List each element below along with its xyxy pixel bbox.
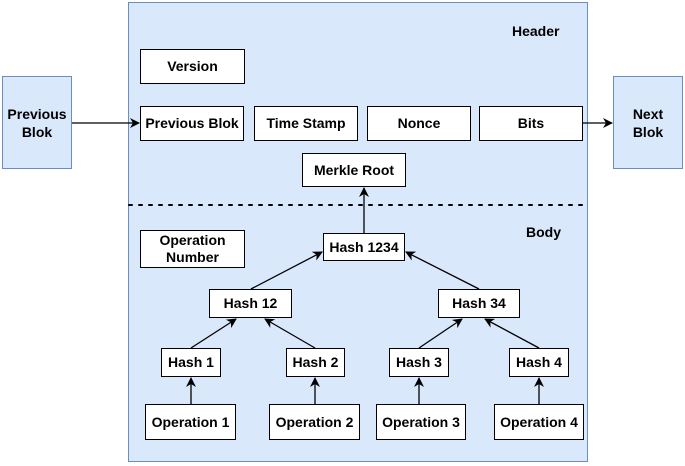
previous-blok-field: Previous Blok xyxy=(140,106,244,141)
header-section-label: Header xyxy=(512,23,560,39)
version-field: Version xyxy=(140,49,245,84)
hash-1234-node: Hash 1234 xyxy=(323,233,405,261)
nonce-field: Nonce xyxy=(367,106,471,141)
hash-34-node: Hash 34 xyxy=(438,289,520,318)
operation-3-node: Operation 3 xyxy=(376,404,466,440)
hash-2-node: Hash 2 xyxy=(286,348,345,377)
arrow-hash1-to-12 xyxy=(190,318,237,349)
hash-3-node: Hash 3 xyxy=(389,348,449,377)
arrow-12-to-1234 xyxy=(250,251,323,290)
hash-1-node: Hash 1 xyxy=(161,348,221,377)
operation-number-field: Operation Number xyxy=(140,230,245,268)
operation-2-node: Operation 2 xyxy=(269,404,360,440)
operation-1-node: Operation 1 xyxy=(145,404,236,440)
arrow-hash2-to-12 xyxy=(264,318,316,349)
hash-4-node: Hash 4 xyxy=(509,348,569,377)
arrow-hash3-to-34 xyxy=(418,318,463,349)
operation-4-node: Operation 4 xyxy=(494,404,584,440)
previous-block-node: Previous Blok xyxy=(2,76,72,169)
arrow-34-to-1234 xyxy=(405,251,480,290)
body-section-label: Body xyxy=(526,224,561,240)
time-stamp-field: Time Stamp xyxy=(254,106,358,141)
arrow-hash4-to-34 xyxy=(484,318,540,349)
next-block-node: Next Blok xyxy=(613,76,683,169)
merkle-root-node: Merkle Root xyxy=(302,153,406,187)
bits-field: Bits xyxy=(479,106,583,141)
hash-12-node: Hash 12 xyxy=(209,289,292,318)
